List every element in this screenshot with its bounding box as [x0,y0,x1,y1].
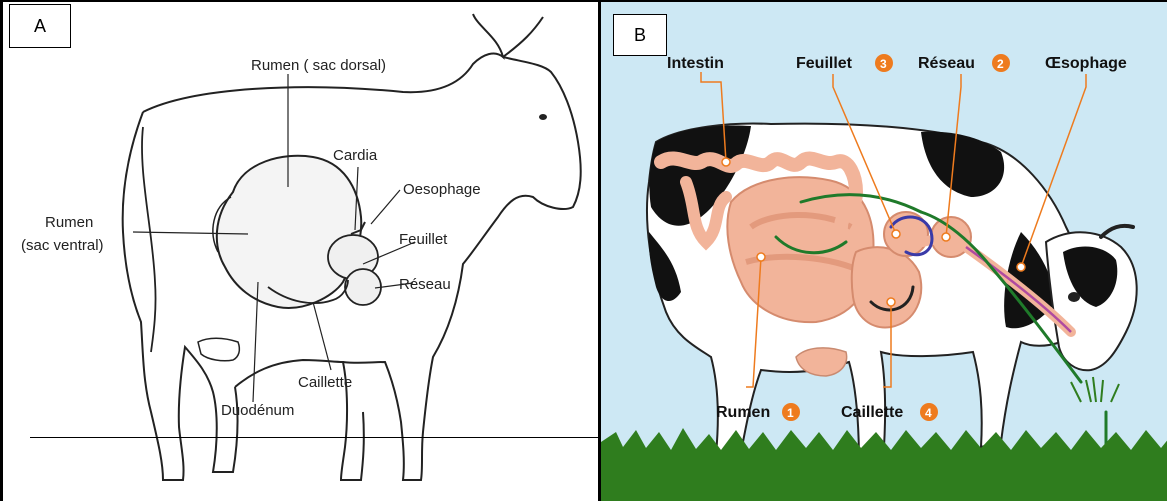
cow-outline-drawing: Rumen ( sac dorsal) Cardia Oesophage Rum… [3,2,600,501]
label-caillette-a: Caillette [298,374,352,391]
label-rumen-ventral-2: (sac ventral) [21,237,104,254]
label-rumen-ventral-1: Rumen [45,214,93,231]
label-duodenum: Duodénum [221,402,294,419]
label-oesophage-b: Œsophage [1045,55,1127,72]
panel-b-illustration: Intestin Feuillet 3 Réseau 2 Œsophage Ru… [598,0,1167,501]
reseau-drawing [345,269,381,305]
num-caillette: 4 [925,406,932,420]
label-feuillet-a: Feuillet [399,231,448,248]
label-reseau-a: Réseau [399,276,451,293]
rumen-drawing [217,156,361,308]
horizontal-rule [30,437,610,438]
tail-outline [142,127,156,352]
label-intestin: Intestin [667,55,724,72]
panel-a-letter: A [9,4,71,48]
num-feuillet: 3 [880,57,887,71]
panel-b-letter: B [613,14,667,56]
panel-a-line-drawing: Rumen ( sac dorsal) Cardia Oesophage Rum… [0,0,600,501]
cow-anatomy-illustration: Intestin Feuillet 3 Réseau 2 Œsophage Ru… [601,2,1167,501]
caillette-organ [852,247,921,327]
label-reseau-b: Réseau [918,55,975,72]
label-rumen-b: Rumen [716,404,770,421]
num-reseau: 2 [997,57,1004,71]
label-oesophage-a: Oesophage [403,181,481,198]
cow-eye [1068,292,1080,302]
cow-rear-outline [123,112,238,480]
label-rumen-dorsal: Rumen ( sac dorsal) [251,57,386,74]
eye-mark [539,114,547,120]
label-caillette-b: Caillette [841,404,903,421]
label-cardia: Cardia [333,147,378,164]
num-rumen: 1 [787,406,794,420]
cow-horn [1101,226,1133,237]
udder-outline [198,338,239,361]
label-feuillet-b: Feuillet [796,55,853,72]
